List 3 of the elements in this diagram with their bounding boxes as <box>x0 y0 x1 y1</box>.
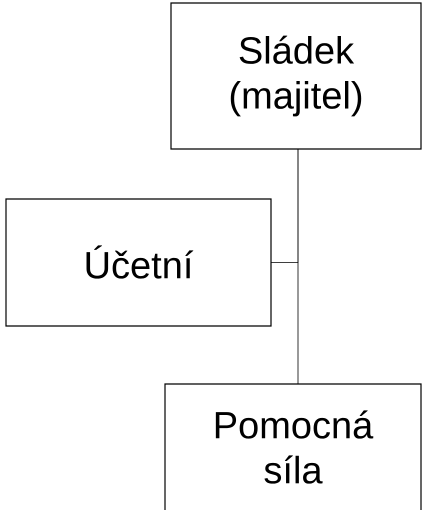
org-box: Účetní <box>5 198 272 327</box>
org-box: Pomocná síla <box>164 383 422 510</box>
org-box: Sládek (majitel) <box>170 2 422 150</box>
